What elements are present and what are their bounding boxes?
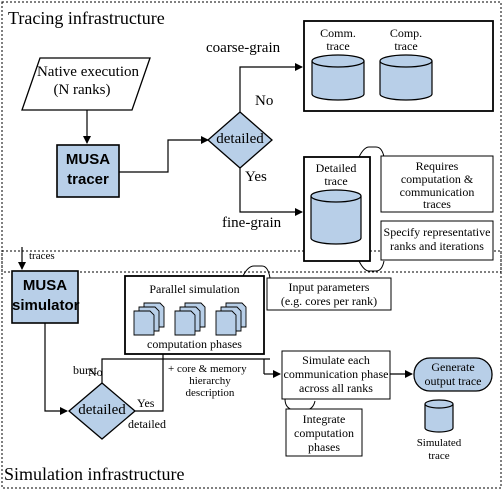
integrate-note: [285, 408, 363, 457]
specify-note: [380, 220, 494, 261]
comm-trace-cylinder: [311, 54, 365, 101]
core-mem-line2: hierarchy: [189, 375, 231, 387]
edge-no-coarse: [239, 63, 303, 112]
requires-line1: Requires: [415, 159, 459, 173]
tracing-yes-label: Yes: [245, 169, 267, 185]
specify-line1: Specify representative: [383, 225, 491, 239]
comp-trace-cylinder: [379, 54, 433, 101]
integrate-bracket: [284, 398, 316, 411]
core-mem-line1: + core & memory: [168, 363, 247, 375]
simulation-section-title: Simulation infrastructure: [4, 464, 185, 484]
musa-simulator-line1: MUSA: [22, 277, 68, 294]
musa-tracer-box: [56, 144, 120, 198]
comp-trace-label-1: Comp.: [389, 26, 423, 40]
simulate-line3: across all ranks: [299, 381, 373, 395]
generate-line2: output trace: [424, 374, 482, 388]
tracing-decision-diamond: [207, 111, 273, 169]
coarse-grain-label: coarse-grain: [206, 40, 281, 56]
detailed-trace-label-2: trace: [324, 174, 348, 188]
requires-line4: traces: [423, 197, 451, 211]
tracing-decision-label: detailed: [216, 131, 264, 147]
native-execution-line1: Native execution: [36, 64, 140, 80]
tracing-no-label: No: [255, 93, 274, 109]
core-mem-line3: description: [185, 387, 235, 399]
tracing-section-title: Tracing infrastructure: [8, 8, 165, 28]
input-params-bracket: [242, 265, 271, 279]
integrate-line3: phases: [308, 440, 340, 454]
burst-label: burst: [73, 363, 97, 377]
specify-line2: ranks and iterations: [390, 239, 484, 253]
detailed-edge-label: detailed: [128, 417, 166, 431]
bracket-bottom: [358, 260, 385, 272]
musa-tracer-line1: MUSA: [65, 151, 111, 168]
integrate-line2: computation: [294, 426, 354, 440]
simulated-line2: trace: [428, 450, 450, 462]
edge-yes-fine: [239, 168, 303, 216]
simulated-line1: Simulated: [416, 437, 462, 449]
simulation-decision-label: detailed: [78, 402, 126, 418]
simulation-section-frame: [1, 250, 502, 489]
parallel-sim-label: Parallel simulation: [149, 282, 240, 296]
integrate-line1: Integrate: [302, 412, 346, 426]
musa-simulator-box: [11, 270, 79, 324]
comp-phases-label: computation phases: [147, 337, 242, 351]
simulate-line2: communication phase: [283, 367, 389, 381]
requires-line3: communication: [399, 185, 475, 199]
simulate-line1: Simulate each: [302, 353, 370, 367]
native-execution-shape: [21, 57, 151, 111]
traces-label: traces: [29, 250, 55, 262]
simulation-yes-label: Yes: [137, 396, 155, 410]
doc-stack-2: [174, 302, 206, 336]
simulate-box: [281, 350, 391, 400]
edge-simulator-to-decision: [44, 323, 68, 415]
edge-burst: [101, 358, 270, 383]
requires-note: [380, 155, 494, 213]
simulation-no-label: No: [88, 365, 103, 379]
comp-trace-label-2: trace: [394, 39, 418, 53]
generate-line1: Generate: [431, 360, 475, 374]
comm-trace-label-2: trace: [326, 39, 350, 53]
requires-line2: computation &: [400, 172, 474, 186]
edge-tracer-to-decision: [119, 136, 209, 173]
doc-stack-1: [133, 302, 165, 336]
fine-grain-label: fine-grain: [222, 215, 282, 231]
tracing-section-frame: [1, 1, 502, 273]
musa-tracer-line2: tracer: [67, 171, 109, 188]
input-params-line1: Input parameters: [288, 280, 370, 294]
simulated-trace-cylinder: [424, 399, 454, 433]
musa-simulator-line2: simulator: [12, 297, 80, 314]
detailed-trace-label-1: Detailed: [315, 161, 357, 175]
comm-trace-label-1: Comm.: [320, 26, 356, 40]
bracket-top: [358, 146, 385, 158]
generate-box: [413, 357, 493, 392]
input-params-line2: (e.g. cores per rank): [280, 294, 378, 308]
native-execution-line2: (N ranks): [53, 82, 111, 98]
input-params-note: [266, 277, 392, 311]
doc-stack-3: [215, 302, 247, 336]
detailed-trace-cylinder: [310, 189, 362, 245]
